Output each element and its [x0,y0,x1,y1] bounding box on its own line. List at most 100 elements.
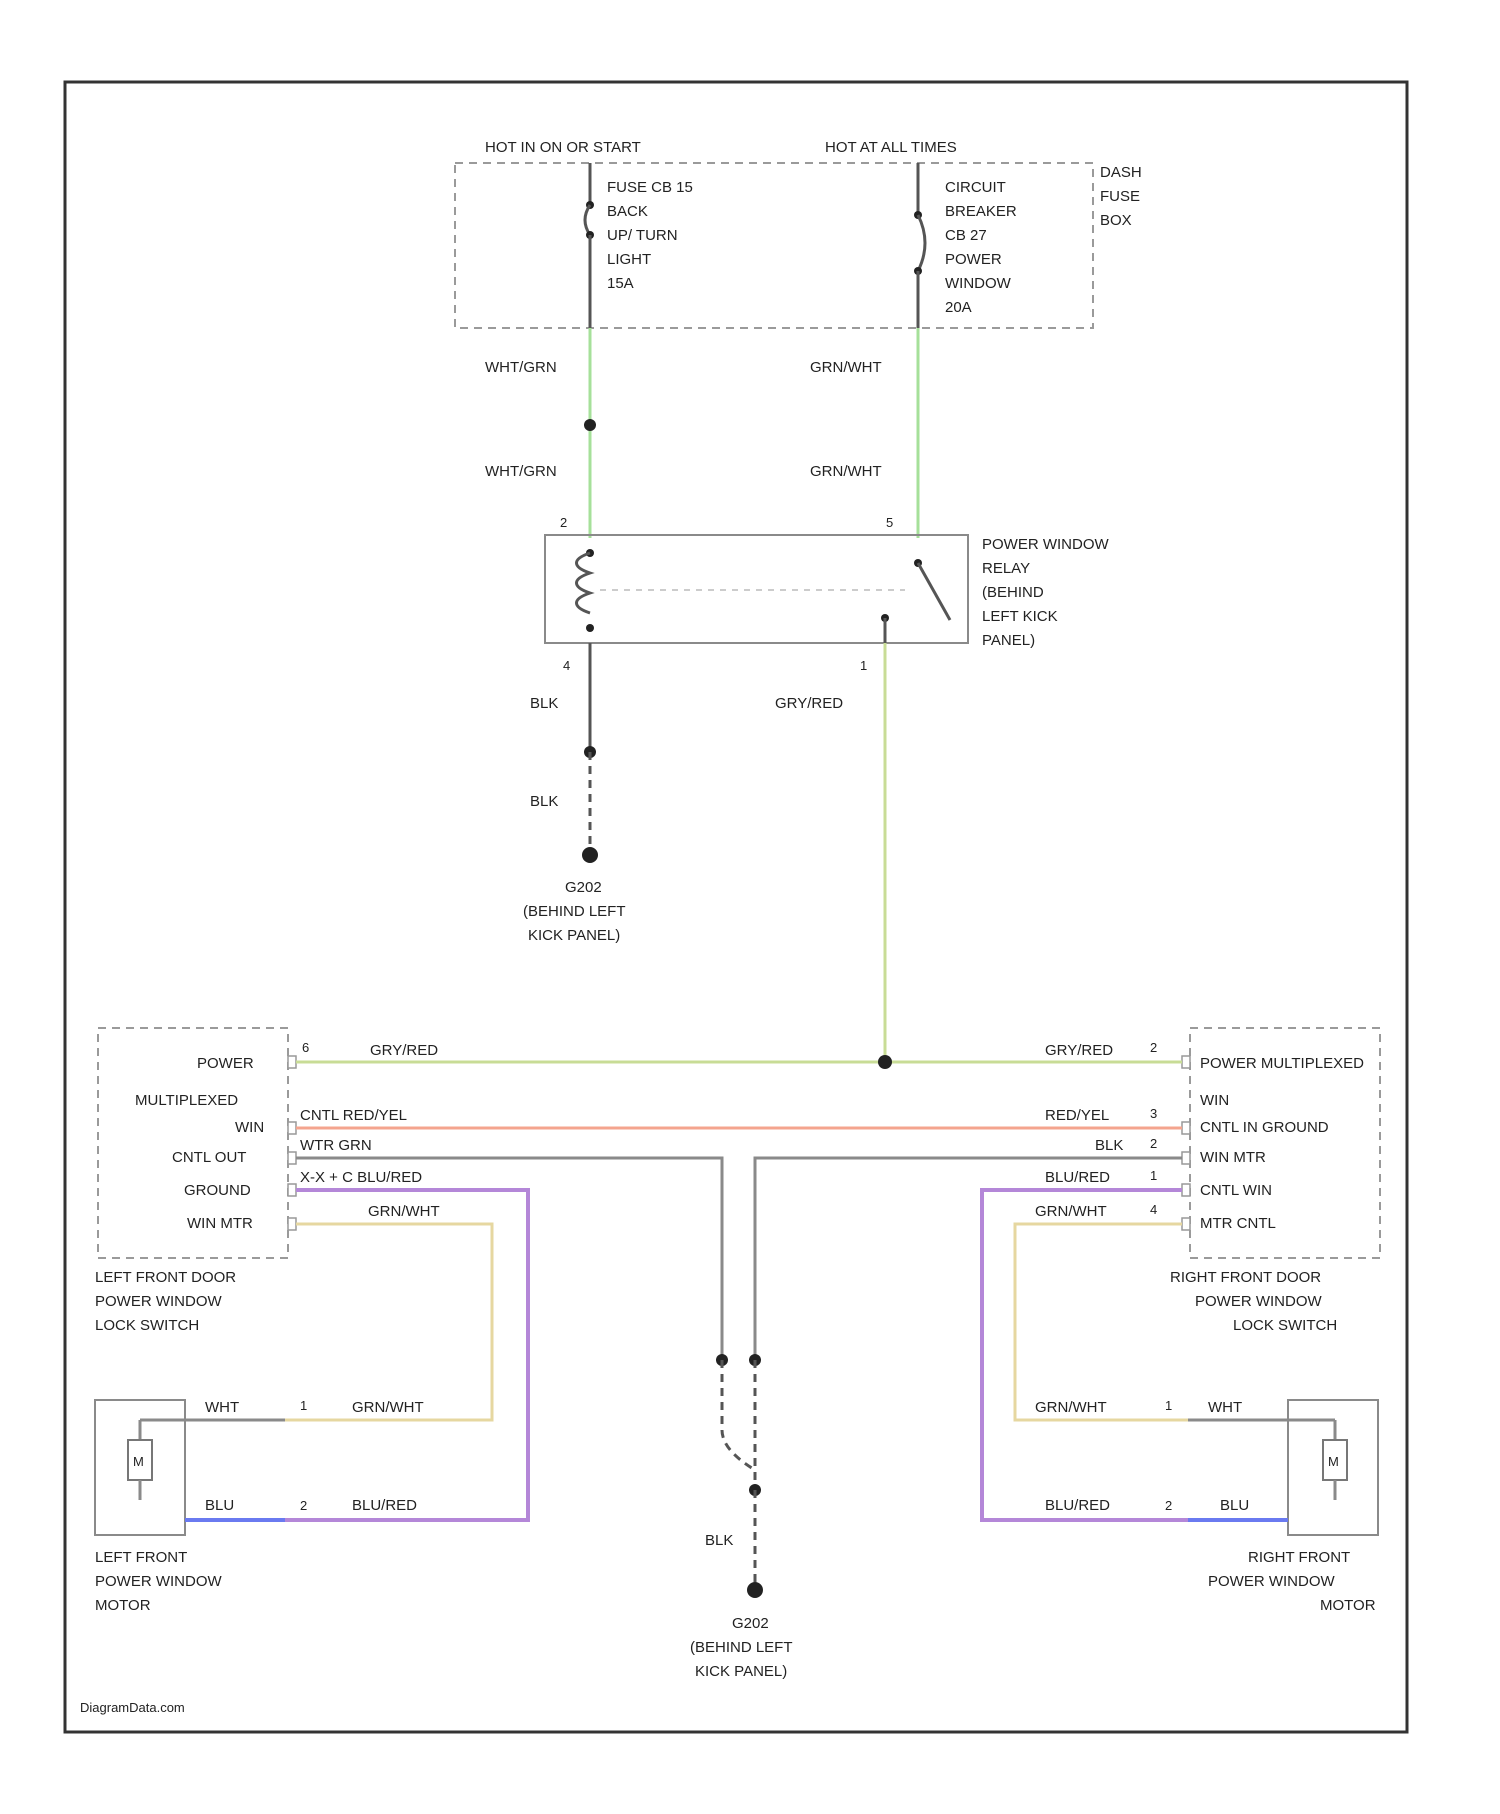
svg-text:15A: 15A [607,275,634,292]
right-motor-wht-label: WHT [1208,1399,1242,1416]
watermark: DiagramData.com [80,1700,185,1715]
svg-text:LOCK SWITCH: LOCK SWITCH [1233,1317,1337,1334]
svg-text:2: 2 [1150,1136,1157,1151]
ground-label-top: G202 (BEHIND LEFT KICK PANEL) [523,879,626,944]
svg-text:G202: G202 [732,1615,769,1632]
svg-text:FUSE: FUSE [1100,188,1140,205]
svg-text:WINDOW: WINDOW [945,275,1012,292]
left-motor-label: LEFT FRONT POWER WINDOW MOTOR [95,1549,222,1614]
svg-text:BREAKER: BREAKER [945,203,1017,220]
svg-text:CNTL IN GROUND: CNTL IN GROUND [1200,1119,1329,1136]
svg-text:1: 1 [1150,1168,1157,1183]
wire-ground-dashed-left [722,1360,755,1470]
left-motor-pin2: 2 [300,1498,307,1513]
svg-text:WIN: WIN [1200,1092,1229,1109]
svg-text:GROUND: GROUND [184,1182,251,1199]
wire-label-wht-grn-1: WHT/GRN [485,359,557,376]
svg-text:MOTOR: MOTOR [95,1597,151,1614]
svg-text:DASH: DASH [1100,164,1142,181]
right-motor-label: RIGHT FRONT POWER WINDOW MOTOR [1208,1549,1376,1614]
hot-run-label: HOT IN ON OR START [485,139,641,156]
svg-text:G202: G202 [565,879,602,896]
svg-text:POWER WINDOW: POWER WINDOW [1208,1573,1335,1590]
svg-text:UP/ TURN: UP/ TURN [607,227,678,244]
wire-label-gry-red-right: GRY/RED [1045,1042,1113,1059]
wire-label-blk-1: BLK [530,695,558,712]
svg-text:PANEL): PANEL) [982,632,1035,649]
wire-label-blu-red-right: BLU/RED [1045,1169,1110,1186]
svg-text:POWER: POWER [197,1055,254,1072]
left-switch-label: LEFT FRONT DOOR POWER WINDOW LOCK SWITCH [95,1269,236,1334]
svg-text:KICK PANEL): KICK PANEL) [528,927,620,944]
wire-label-cntl-red-yel: CNTL RED/YEL [300,1107,407,1124]
svg-text:WIN: WIN [235,1119,264,1136]
svg-text:POWER: POWER [945,251,1002,268]
left-motor-blu-label: BLU [205,1497,234,1514]
relay-switch-contact [881,559,950,643]
svg-text:(BEHIND LEFT: (BEHIND LEFT [523,903,626,920]
wire-label-grn-wht-1: GRN/WHT [810,359,882,376]
splice-dot [584,419,596,431]
svg-text:MULTIPLEXED: MULTIPLEXED [135,1092,238,1109]
right-switch-pins [1182,1056,1190,1230]
svg-text:CNTL OUT: CNTL OUT [172,1149,246,1166]
svg-text:CNTL WIN: CNTL WIN [1200,1182,1272,1199]
svg-text:3: 3 [1150,1106,1157,1121]
ground-g202-top [582,847,598,863]
wire-label-blk-bottom: BLK [705,1532,733,1549]
wire-label-blk-right: BLK [1095,1137,1123,1154]
svg-text:20A: 20A [945,299,972,316]
svg-text:WIN MTR: WIN MTR [1200,1149,1266,1166]
wire-right-blu-red [982,1190,1188,1520]
svg-text:POWER WINDOW: POWER WINDOW [95,1293,222,1310]
left-switch-pins [288,1056,296,1230]
svg-text:4: 4 [1150,1202,1157,1217]
relay-pin-2: 2 [560,515,567,530]
left-motor-grn-wht-label: GRN/WHT [352,1399,424,1416]
left-switch-rows: POWER MULTIPLEXED WIN CNTL OUT GROUND WI… [135,1055,264,1232]
svg-text:WIN MTR: WIN MTR [187,1215,253,1232]
right-motor-pin2: 2 [1165,1498,1172,1513]
svg-text:LEFT FRONT: LEFT FRONT [95,1549,187,1566]
right-switch-rows: POWER MULTIPLEXED WIN CNTL IN GROUND WIN… [1200,1055,1364,1232]
relay-pin-5: 5 [886,515,893,530]
svg-text:MTR CNTL: MTR CNTL [1200,1215,1276,1232]
svg-text:LEFT FRONT DOOR: LEFT FRONT DOOR [95,1269,236,1286]
svg-text:POWER WINDOW: POWER WINDOW [982,536,1109,553]
svg-text:LIGHT: LIGHT [607,251,651,268]
svg-text:RELAY: RELAY [982,560,1030,577]
wire-label-blk-2: BLK [530,793,558,810]
wire-label-wht-grn-2: WHT/GRN [485,463,557,480]
left-motor-pin1: 1 [300,1398,307,1413]
dash-fuse-box-label: DASH FUSE BOX [1100,164,1142,229]
wire-label-red-yel-right: RED/YEL [1045,1107,1109,1124]
svg-text:BACK: BACK [607,203,648,220]
right-motor-pin1: 1 [1165,1398,1172,1413]
fuse-cb15-label: FUSE CB 15 BACK UP/ TURN LIGHT 15A [607,179,693,292]
svg-text:(BEHIND LEFT: (BEHIND LEFT [690,1639,793,1656]
svg-text:FUSE CB 15: FUSE CB 15 [607,179,693,196]
relay-pin-1: 1 [860,658,867,673]
svg-text:2: 2 [1150,1040,1157,1055]
fuse-cb15 [585,163,594,328]
wire-right-grn-wht [1015,1224,1188,1420]
wire-label-lr-blu-red: X-X + C BLU/RED [300,1169,422,1186]
ground-label-bottom: G202 (BEHIND LEFT KICK PANEL) [690,1615,793,1680]
splice-dot [878,1055,892,1069]
left-switch-pin-power: 6 [302,1040,309,1055]
svg-text:CB 27: CB 27 [945,227,987,244]
right-motor-grn-wht-label: GRN/WHT [1035,1399,1107,1416]
svg-text:M: M [1328,1454,1339,1469]
svg-text:M: M [133,1454,144,1469]
svg-text:POWER WINDOW: POWER WINDOW [95,1573,222,1590]
hot-all-label: HOT AT ALL TIMES [825,139,957,156]
wire-label-grn-wht-left: GRN/WHT [368,1203,440,1220]
wire-label-grn-wht-right: GRN/WHT [1035,1203,1107,1220]
left-motor-wht-label: WHT [205,1399,239,1416]
svg-text:RIGHT FRONT: RIGHT FRONT [1248,1549,1350,1566]
wire-label-grn-wht-2: GRN/WHT [810,463,882,480]
right-motor-blu-red-label: BLU/RED [1045,1497,1110,1514]
wire-label-wtr-grn: WTR GRN [300,1137,372,1154]
svg-text:LEFT KICK: LEFT KICK [982,608,1058,625]
